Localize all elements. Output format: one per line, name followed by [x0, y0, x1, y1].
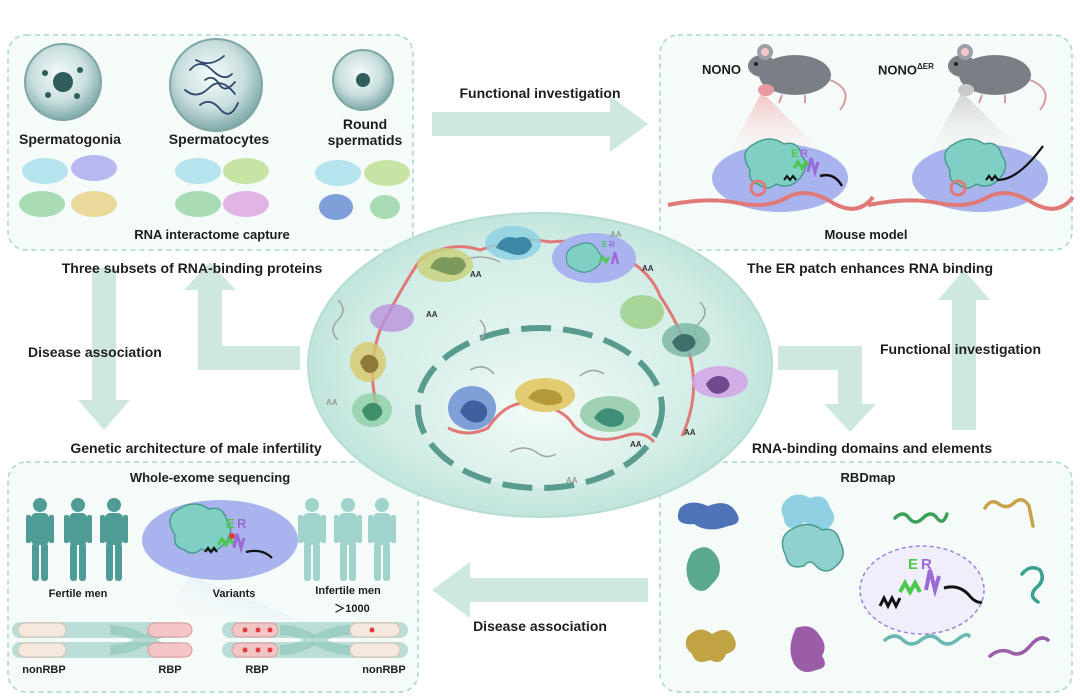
motif-e-rbdmap: E — [908, 556, 919, 573]
panel-mouse-model — [659, 34, 1075, 251]
label-nono-mut-sup: ΔER — [917, 62, 934, 71]
mouse-mut-icon — [948, 44, 1047, 111]
spermatogonia-cell-icon — [24, 43, 102, 121]
aa-tag: AA — [642, 264, 654, 273]
arrow-top-right — [432, 96, 648, 152]
round-spermatids-cell-icon — [332, 49, 394, 111]
label-chrom-rbp-left: RBP — [158, 664, 182, 676]
label-nono-mut: NONOΔER — [878, 62, 934, 77]
nono-rna-binding-wt — [667, 138, 875, 212]
arrow-label-bottom: Disease association — [473, 618, 607, 634]
label-spermatocytes: Spermatocytes — [168, 131, 270, 147]
label-infertile-count: ＞1000 — [334, 603, 370, 615]
rna-interactome-title: RNA interactome capture — [134, 227, 290, 242]
variant-protein-ellipse — [142, 500, 298, 580]
aa-tag: AA — [610, 230, 622, 239]
mouse-model-caption: The ER patch enhances RNA binding — [746, 260, 994, 276]
label-round: Round — [342, 116, 388, 132]
mouse-wt-icon — [748, 44, 847, 111]
wes-header: Genetic architecture of male infertility — [70, 440, 322, 456]
arrow-label-right: Functional investigation — [880, 341, 1042, 357]
motif-e-cell: E — [602, 240, 608, 249]
aa-tag: AA — [566, 476, 578, 485]
arrow-cell-to-rbdmap — [778, 346, 876, 432]
flow-arrows — [78, 96, 990, 618]
rna-interactome-caption: Three subsets of RNA-binding proteins — [61, 260, 323, 276]
aa-tag: AA — [630, 440, 642, 449]
nono-rna-binding-mut — [867, 138, 1075, 212]
motif-r-cell: R — [609, 240, 615, 249]
label-nono-mut-base: NONO — [878, 62, 917, 78]
aa-tag: AA — [470, 270, 482, 279]
panel-rna-interactome — [7, 34, 414, 251]
label-nono-wt: NONO — [702, 62, 741, 77]
label-chrom-nonrbp-left: nonRBP — [22, 664, 66, 676]
chromosome-pairs — [12, 622, 408, 658]
rbp-subset-ellipses — [19, 155, 410, 220]
spermatocytes-cell-icon — [169, 38, 263, 132]
variant-zoom-cone — [165, 575, 300, 620]
motif-e-mouse: E — [791, 148, 799, 160]
rbd-domain-shapes — [677, 494, 844, 672]
label-fertile-men: Fertile men — [48, 588, 108, 600]
label-spermatogonia: Spermatogonia — [19, 131, 121, 147]
fertile-men-icons — [26, 498, 128, 581]
panel-rbdmap — [659, 461, 1073, 693]
label-variants: Variants — [212, 588, 256, 600]
label-infertile-men: Infertile men — [315, 585, 381, 597]
arrow-bottom-left — [432, 562, 648, 618]
motif-r-variant: R — [237, 516, 247, 531]
label-chrom-nonrbp-right: nonRBP — [362, 664, 406, 676]
mouse-model-title: Mouse model — [824, 227, 908, 242]
rna-element-strands — [883, 498, 1050, 658]
label-spermatids: spermatids — [327, 132, 403, 148]
rbdmap-title: RBDmap — [840, 470, 896, 485]
arrow-right-up — [938, 270, 990, 430]
arrow-label-top: Functional investigation — [459, 85, 621, 101]
aa-tag: AA — [684, 428, 696, 437]
motif-e-variant: E — [226, 516, 235, 531]
infertile-men-icons — [298, 498, 396, 581]
arrow-left-down — [78, 268, 130, 430]
er-motif-zoom — [859, 545, 985, 635]
aa-tag: AA — [426, 310, 438, 319]
label-chrom-rbp-right: RBP — [245, 664, 269, 676]
arrow-label-left: Disease association — [28, 344, 162, 360]
motif-r-rbdmap: R — [921, 556, 932, 573]
aa-tag: AA — [326, 398, 338, 407]
wes-title: Whole-exome sequencing — [129, 470, 291, 485]
motif-r-mouse: R — [800, 148, 808, 160]
arrow-cell-to-rna-panel — [184, 262, 300, 370]
panel-whole-exome — [7, 461, 419, 693]
rbdmap-header: RNA-binding domains and elements — [751, 440, 993, 456]
central-cell — [307, 212, 773, 518]
